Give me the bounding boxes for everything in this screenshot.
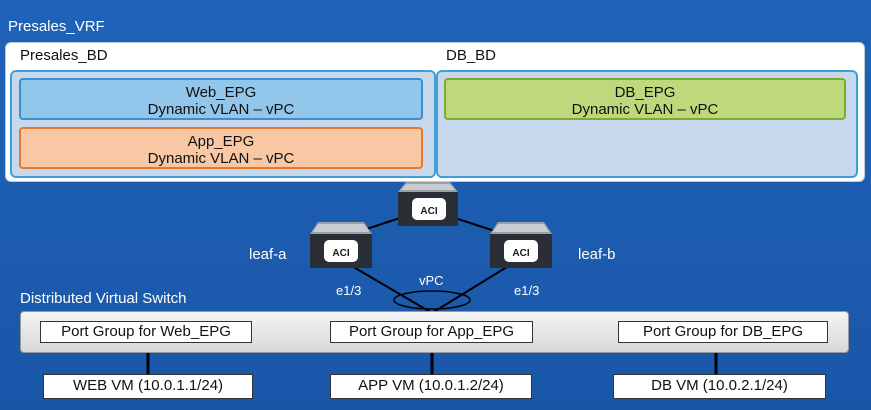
leaf-b-port: e1/3: [514, 283, 540, 298]
leaf-b-label: leaf-b: [578, 246, 616, 263]
epg-db[interactable]: DB_EPG Dynamic VLAN – vPC: [444, 78, 846, 120]
port-group-db[interactable]: Port Group for DB_EPG: [618, 321, 828, 343]
epg-web-mode: Dynamic VLAN – vPC: [147, 101, 295, 118]
epg-db-mode: Dynamic VLAN – vPC: [571, 101, 719, 118]
epg-app-name: App_EPG: [187, 133, 255, 150]
vm-db[interactable]: DB VM (10.0.2.1/24): [613, 374, 826, 399]
vrf-title: Presales_VRF: [8, 18, 105, 35]
spine-badge: ACI: [420, 206, 437, 217]
port-group-web[interactable]: Port Group for Web_EPG: [40, 321, 252, 343]
epg-web[interactable]: Web_EPG Dynamic VLAN – vPC: [19, 78, 423, 120]
epg-db-name: DB_EPG: [614, 84, 676, 101]
bridge-domain-presales-title: Presales_BD: [20, 47, 108, 64]
link-leaf-b-dvs: [431, 261, 516, 314]
leaf-b-badge: ACI: [512, 248, 529, 259]
bridge-domain-db-title: DB_BD: [446, 47, 497, 64]
leaf-a-badge: ACI: [332, 248, 349, 259]
vm-app[interactable]: APP VM (10.0.1.2/24): [330, 374, 532, 399]
spine-switch-icon: ACI: [398, 182, 458, 226]
epg-web-name: Web_EPG: [185, 84, 257, 101]
leaf-a-label: leaf-a: [249, 246, 287, 263]
vpc-ellipse: [393, 290, 471, 310]
leaf-b-switch-icon: ACI: [490, 222, 552, 268]
epg-app-mode: Dynamic VLAN – vPC: [147, 150, 295, 167]
port-group-app[interactable]: Port Group for App_EPG: [330, 321, 533, 343]
epg-app[interactable]: App_EPG Dynamic VLAN – vPC: [19, 127, 423, 169]
leaf-a-switch-icon: ACI: [310, 222, 372, 268]
dvs-title: Distributed Virtual Switch: [20, 290, 187, 307]
vm-web[interactable]: WEB VM (10.0.1.1/24): [43, 374, 253, 399]
leaf-a-port: e1/3: [336, 283, 362, 298]
vpc-label: vPC: [419, 273, 444, 288]
link-leaf-a-dvs: [344, 261, 433, 314]
